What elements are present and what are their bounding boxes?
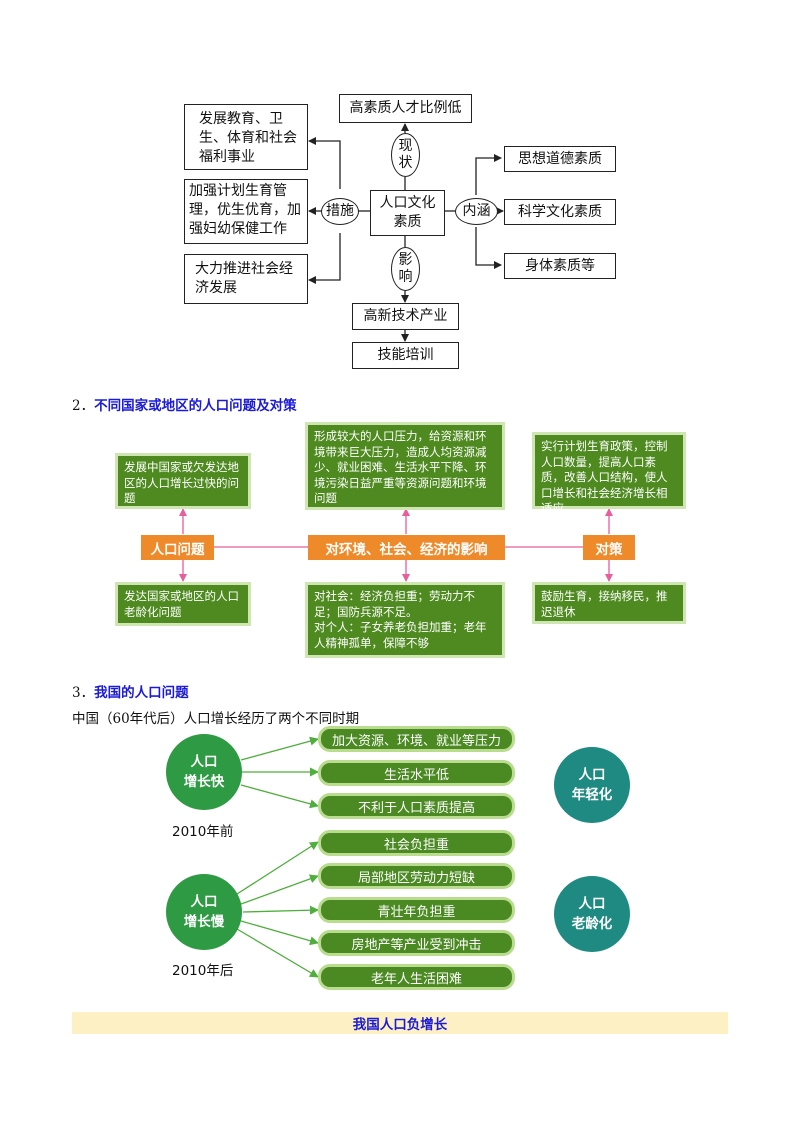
section-3-heading: 3．我国的人口问题 [72,681,189,701]
slow-effect-4: 房地产等产业受到冲击 [318,930,515,956]
slow-caption: 2010年后 [172,963,234,979]
bottom-label: 影响 [398,252,413,285]
problem-developing-box: 发展中国家或欠发达地区的人口增长过快的问题 [115,453,251,509]
right-label-oval: 内涵 [455,198,498,225]
section-2-heading: 2．不同国家或地区的人口问题及对策 [72,394,297,414]
aging-line1: 人口 [578,896,606,912]
fast-growth-circle: 人口增长快 [166,734,242,810]
slow-effect-2: 局部地区劳动力短缺 [318,863,515,889]
slow-effect-3: 青壮年负担重 [318,897,515,923]
top-label: 现状 [398,138,413,171]
section-2-number: 2． [72,398,95,414]
slow-growth-circle: 人口增长慢 [166,874,242,950]
top-box: 高素质人才比例低 [339,94,472,123]
fast-effect-2: 生活水平低 [318,760,515,786]
slow-growth-line2: 增长慢 [183,914,225,930]
measure-box-3: 大力推进社会经济发展 [184,254,308,304]
section-3-title: 我国的人口问题 [94,685,189,701]
measure-box-1: 发展教育、卫生、体育和社会福利事业 [184,104,308,170]
impact-top-box: 形成较大的人口压力，给资源和环境带来巨大压力，造成人均资源减少、就业困难、生活水… [305,422,505,510]
center-box-label: 人口文化素质 [379,195,436,230]
section-3-number: 3． [72,685,95,701]
impact-personal-text: 对个人：子女养老负担加重；老年人精神孤单，保障不够 [314,620,487,650]
fast-caption: 2010年前 [172,824,234,840]
bottom-label-oval: 影响 [391,247,420,291]
impact-social-text: 对社会：经济负担重；劳动力不足；国防兵源不足。 [314,589,475,619]
aging-line2: 老龄化 [571,916,613,932]
center-box: 人口文化素质 [370,190,445,236]
young-line1: 人口 [578,767,606,783]
measure-bar: 对策 [583,535,635,560]
section-2-title: 不同国家或地区的人口问题及对策 [94,398,297,414]
content-box-3: 身体素质等 [504,253,616,279]
measure-bottom-box: 鼓励生育，接纳移民，推迟退休 [532,582,686,624]
young-line2: 年轻化 [571,787,613,803]
content-box-2: 科学文化素质 [504,199,616,225]
content-box-1: 思想道德素质 [504,146,616,172]
measure-top-box: 实行计划生育政策，控制人口数量，提高人口素质，改善人口结构，使人口增长和社会经济… [532,432,686,515]
top-label-oval: 现状 [391,133,420,177]
section-3-intro: 中国（60年代后）人口增长经历了两个不同时期 [72,711,360,727]
young-population-circle: 人口年轻化 [554,747,630,823]
problem-bar: 人口问题 [141,535,214,560]
fast-growth-line1: 人口 [190,754,218,770]
slow-effect-5: 老年人生活困难 [318,964,515,990]
slow-effect-1: 社会负担重 [318,830,515,856]
fast-effect-1: 加大资源、环境、就业等压力 [318,726,515,752]
impact-bottom-box: 对社会：经济负担重；劳动力不足；国防兵源不足。 对个人：子女养老负担加重；老年人… [305,582,505,658]
fast-growth-line2: 增长快 [183,774,225,790]
slow-growth-line1: 人口 [190,894,218,910]
aging-population-circle: 人口老龄化 [554,876,630,952]
fast-effect-3: 不利于人口素质提高 [318,793,515,819]
measure-box-2: 加强计划生育管理，优生优育，加强妇幼保健工作 [184,179,308,244]
problem-developed-box: 发达国家或地区的人口老龄化问题 [115,582,251,626]
impact-box-2: 技能培训 [352,342,459,369]
negative-growth-heading: 我国人口负增长 [72,1012,728,1034]
impact-bar: 对环境、社会、经济的影响 [308,535,505,560]
impact-box-1: 高新技术产业 [352,303,459,330]
left-label-oval: 措施 [321,198,359,225]
